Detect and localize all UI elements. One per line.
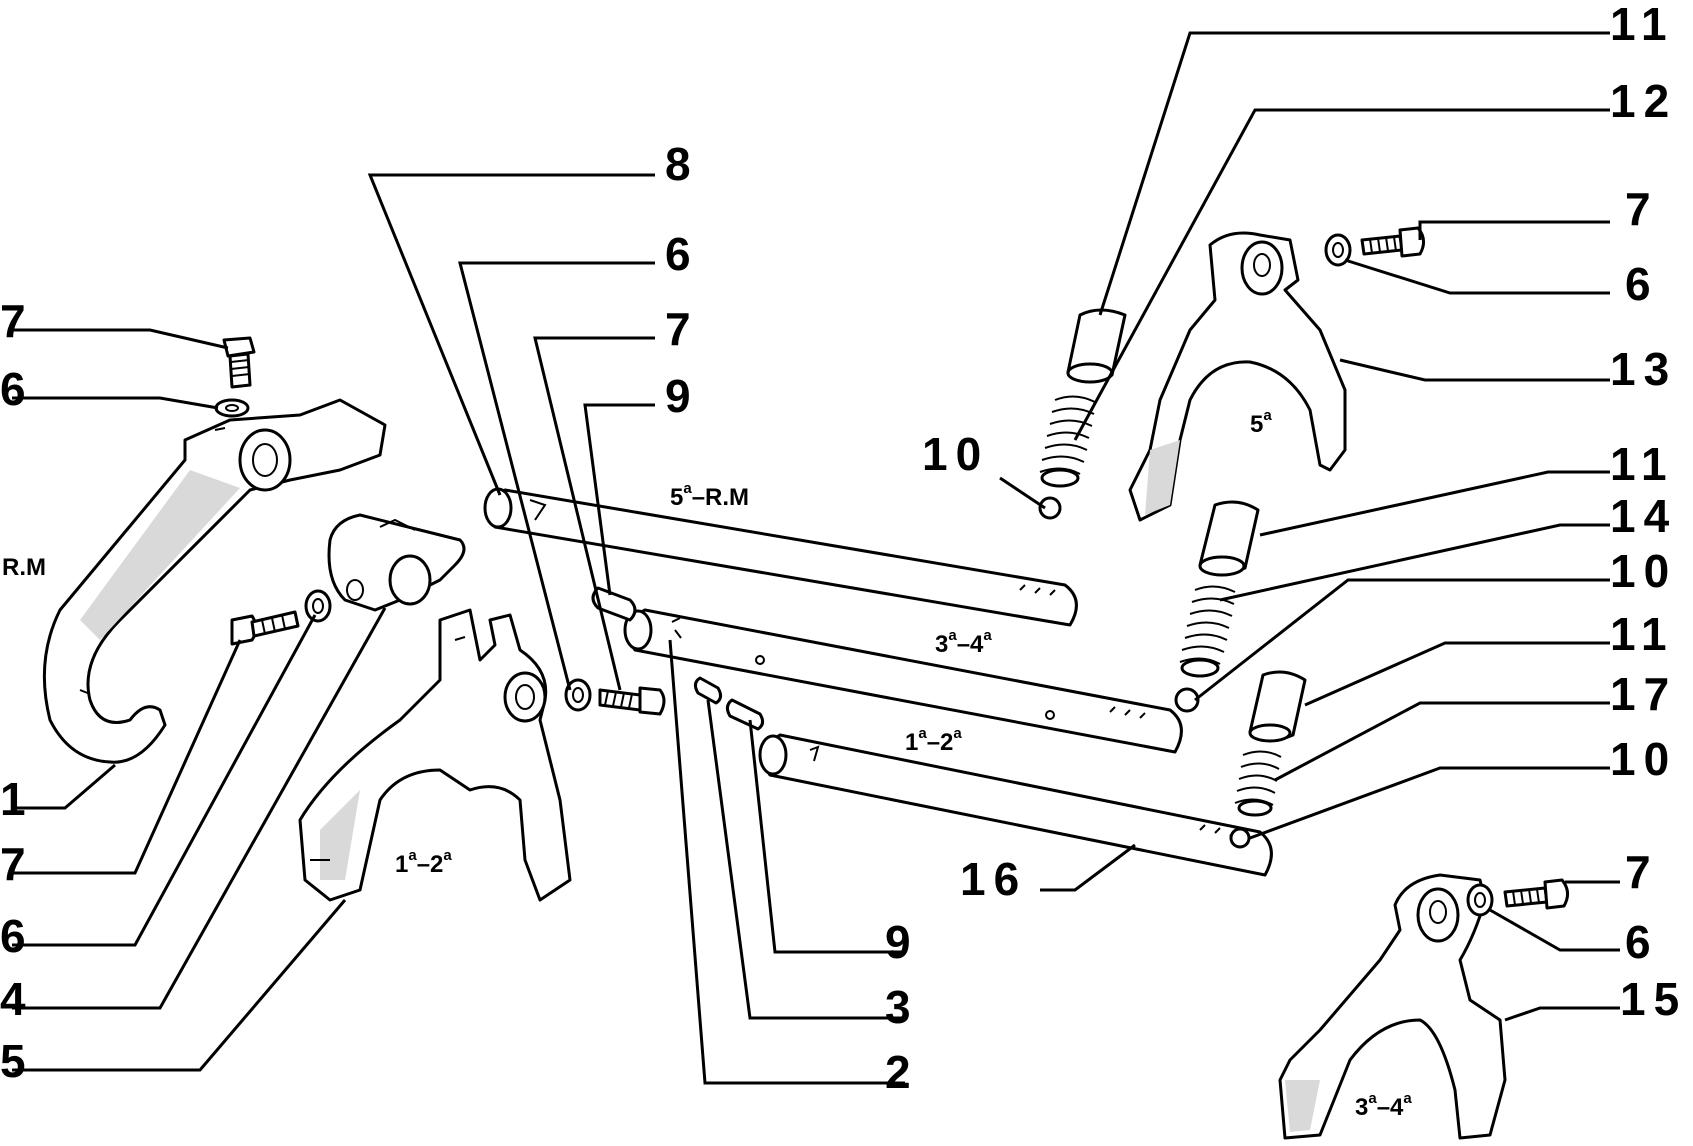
selector-rod-5th-reverse [483, 487, 1078, 627]
callout-15: 15 [1620, 973, 1687, 1025]
bolt-7-centre [598, 686, 666, 716]
roll-pin-9-upper [591, 586, 637, 622]
callout-8: 8 [665, 138, 699, 190]
bolt-7-left [230, 610, 300, 646]
callout-14: 14 [1610, 490, 1677, 542]
washer-6-left-top [214, 398, 250, 418]
washer-6-bottom-right [1466, 883, 1494, 917]
tag-reverse: R.M [2, 554, 46, 581]
callout-10-lower: 10 [1610, 733, 1677, 785]
sleeve-11-top [1066, 308, 1127, 384]
roll-pin-9-lower [725, 698, 765, 731]
washer-6-left [304, 589, 332, 623]
callout-7-top-right: 7 [1625, 183, 1659, 235]
bolt-7-left-top [222, 336, 256, 389]
callout-13: 13 [1610, 343, 1677, 395]
selector-rod-3rd-4th [623, 608, 1183, 754]
callout-3: 3 [885, 981, 919, 1033]
callout-7-bottom-right: 7 [1625, 846, 1659, 898]
tag-rod-3rd-4th: 3a–4a [935, 627, 992, 658]
sleeve-11-lower [1248, 670, 1307, 743]
shift-fork-1st-2nd [298, 608, 572, 902]
shift-fork-3rd-4th [1278, 873, 1507, 1140]
spring-14 [1179, 585, 1236, 678]
callout-6-bottom-right: 6 [1625, 916, 1659, 968]
callout-2: 2 [885, 1046, 919, 1098]
reverse-shift-fork [42, 398, 387, 764]
ball-10-lower [1229, 827, 1251, 849]
callout-17: 17 [1610, 668, 1677, 720]
tag-rod-1st-2nd: 1a–2a [905, 725, 962, 756]
spring-12 [1039, 395, 1096, 488]
callout-9-upper: 9 [665, 370, 699, 422]
part-tags: R.M 5a–R.M 3a–4a 1a–2a 5a 1a–2a 3a–4a [2, 407, 1412, 1121]
interlock-block [327, 513, 466, 612]
callout-6-centre: 6 [665, 228, 699, 280]
washer-6-top-right [1324, 233, 1352, 267]
callout-6-top-right: 6 [1625, 258, 1659, 310]
callout-6-left: 6 [0, 910, 34, 962]
callout-4: 4 [0, 973, 34, 1025]
sleeve-11-middle [1198, 500, 1260, 577]
bolt-7-top-right [1360, 226, 1425, 258]
callout-11-top: 11 [1610, 0, 1675, 50]
tag-rod-5th-reverse: 5a–R.M [670, 480, 749, 511]
spring-17 [1234, 750, 1282, 817]
callout-10-middle: 10 [1610, 545, 1677, 597]
callout-11-lower: 11 [1610, 608, 1675, 660]
callout-1: 1 [0, 773, 34, 825]
callout-6-left-top: 6 [0, 363, 34, 415]
tag-fork-1st-2nd: 1a–2a [395, 847, 452, 878]
shift-fork-5th [1128, 231, 1347, 522]
callout-9-lower: 9 [885, 916, 919, 968]
callout-12: 12 [1610, 75, 1677, 127]
callout-7-left: 7 [0, 838, 34, 890]
callout-numbers: 11 12 7 6 13 11 14 10 11 17 10 7 6 15 10… [0, 0, 1687, 1098]
washer-6-centre [564, 678, 592, 712]
ball-10-middle [1174, 687, 1200, 713]
leader-lines [12, 31, 1620, 1085]
callout-16: 16 [960, 853, 1027, 905]
callout-10-top: 10 [922, 428, 989, 480]
tag-fork-5th: 5a [1250, 407, 1272, 438]
callout-11-middle: 11 [1610, 438, 1675, 490]
callout-5: 5 [0, 1035, 34, 1087]
roll-pin-3 [693, 676, 723, 705]
tag-fork-3rd-4th: 3a–4a [1355, 1090, 1412, 1121]
callout-7-centre: 7 [665, 303, 699, 355]
callout-7-left-top: 7 [0, 295, 34, 347]
bolt-7-bottom-right [1503, 878, 1569, 910]
ball-10-top [1038, 496, 1062, 520]
selector-rod-1st-2nd [758, 733, 1273, 877]
